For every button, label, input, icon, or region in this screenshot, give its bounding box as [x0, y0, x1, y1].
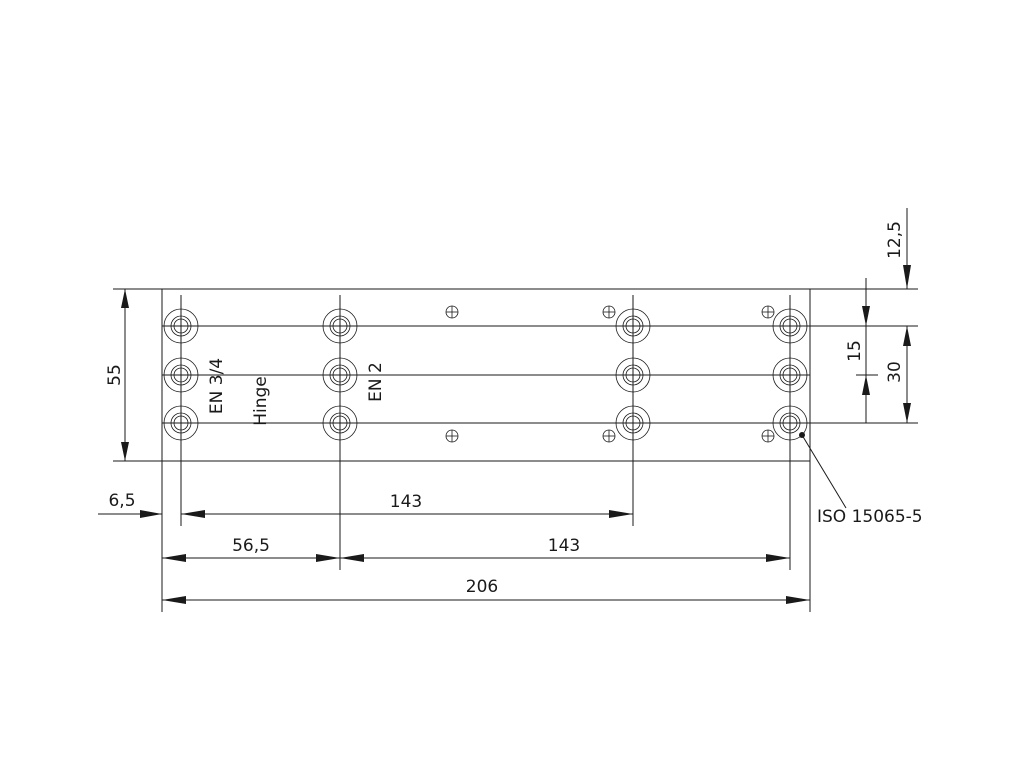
hole: [322, 357, 358, 393]
dim-span-56-5-label: 56,5: [232, 536, 270, 556]
row-center-lines: [162, 325, 918, 424]
hole: [163, 357, 199, 393]
dim-span-143-top-label: 143: [390, 492, 422, 512]
hole: [615, 357, 651, 393]
hole: [163, 405, 199, 441]
small-hole: [445, 305, 459, 319]
holes: [163, 308, 808, 441]
dim-span-143-bottom-label: 143: [548, 536, 580, 556]
dim-top-12-5-label: 12,5: [885, 221, 905, 259]
dim-offset-6-5: 6,5: [98, 491, 162, 518]
label-en2: EN 2: [366, 362, 386, 402]
hole: [322, 308, 358, 344]
dim-height-55-label: 55: [105, 364, 125, 386]
hole: [163, 308, 199, 344]
dim-offset-6-5-label: 6,5: [108, 491, 135, 511]
dim-rows-15-label: 15: [845, 340, 865, 362]
dim-rows-15: 15: [845, 278, 878, 423]
iso-leader: ISO 15065-5: [799, 432, 923, 527]
dim-width-206-label: 206: [466, 577, 498, 597]
dim-rows-30-label: 30: [885, 361, 905, 383]
small-holes: [445, 305, 775, 443]
small-hole: [761, 429, 775, 443]
hole: [322, 405, 358, 441]
hole: [772, 405, 808, 441]
dim-rows-30: 30: [885, 340, 911, 423]
small-hole: [761, 305, 775, 319]
dim-span-143-top: 143: [181, 492, 633, 518]
plate-outline: [113, 288, 918, 612]
dim-top-12-5: 12,5: [885, 208, 911, 346]
dim-span-143-bottom: 143: [340, 536, 790, 562]
small-hole: [445, 429, 459, 443]
label-en34: EN 3/4: [207, 358, 227, 414]
dim-span-56-5: 56,5: [162, 536, 340, 562]
label-iso: ISO 15065-5: [817, 507, 923, 527]
column-center-lines: [180, 295, 791, 570]
dim-height-55: 55: [105, 289, 129, 461]
small-hole: [602, 429, 616, 443]
dim-width-206: 206: [162, 577, 810, 604]
hole: [615, 405, 651, 441]
label-hinge: Hinge: [251, 376, 271, 426]
hole: [772, 308, 808, 344]
hole: [772, 357, 808, 393]
hole: [615, 308, 651, 344]
small-hole: [602, 305, 616, 319]
